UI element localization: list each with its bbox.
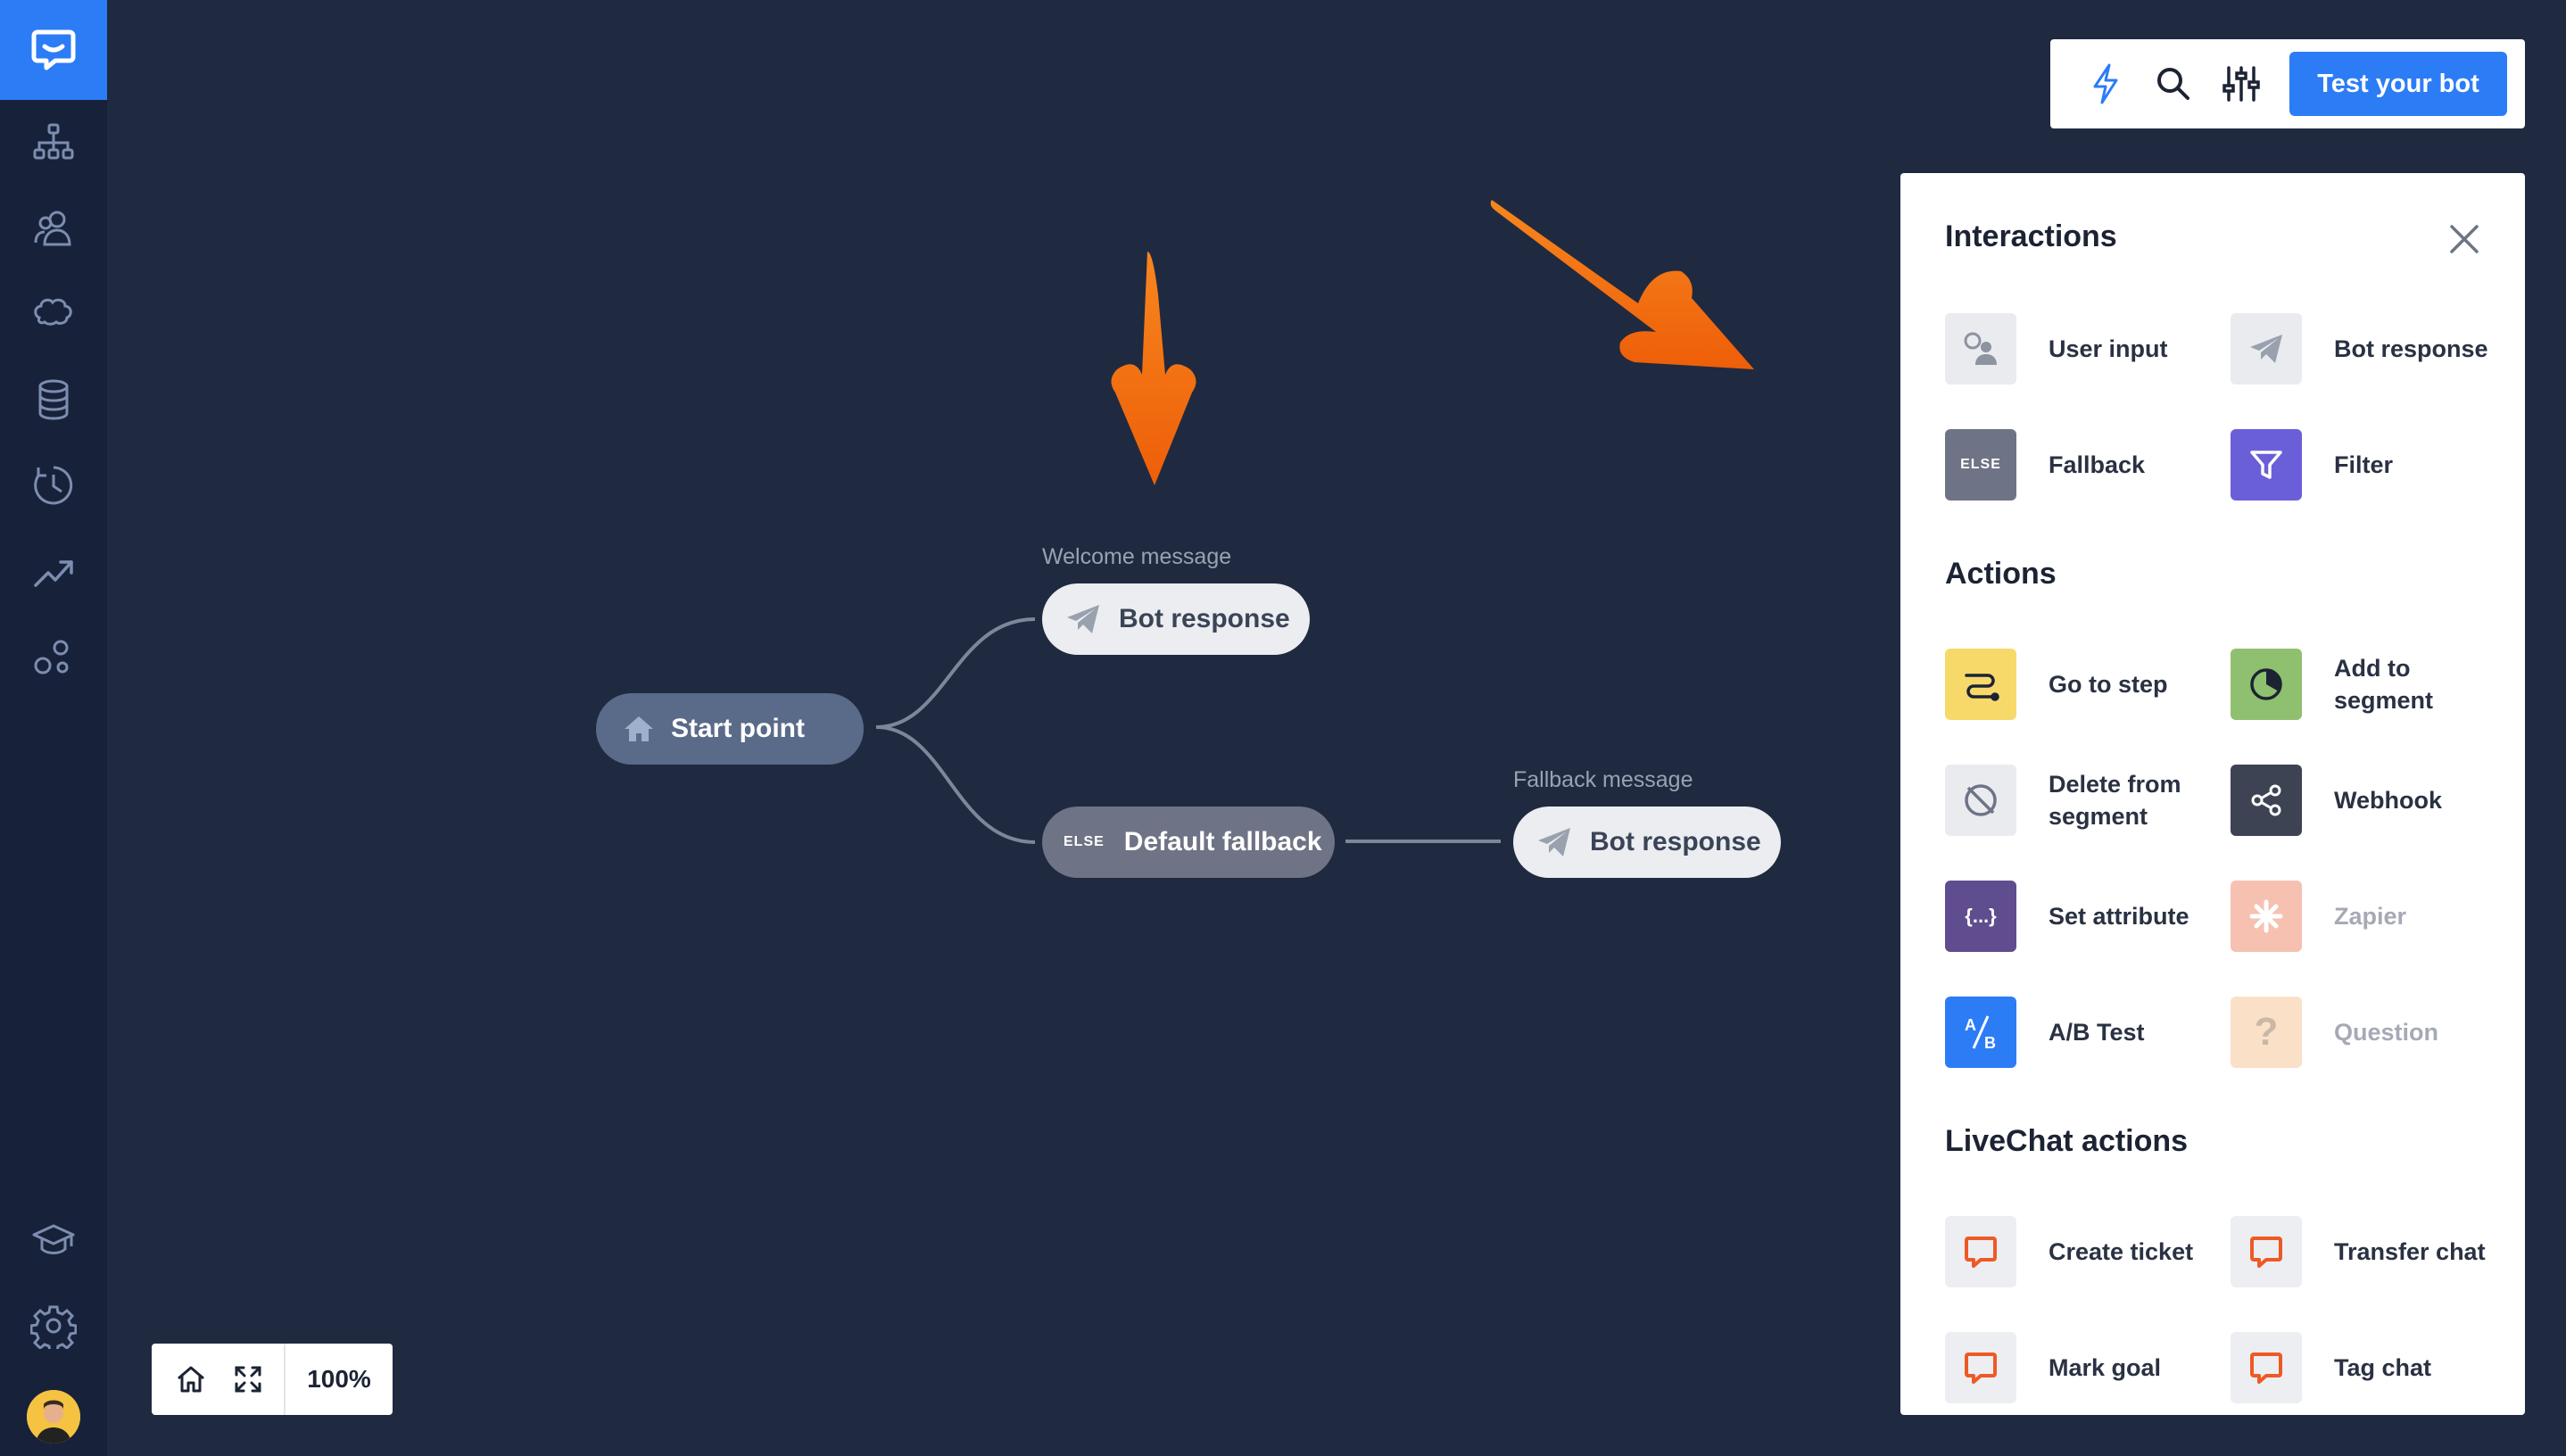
filter-item[interactable]: Filter (2231, 428, 2516, 501)
braces-icon: {...} (1945, 881, 2016, 952)
zoom-divider (284, 1344, 286, 1415)
livechat-actions-title: LiveChat actions (1945, 1124, 2189, 1158)
orange-arrow-down-icon (1111, 252, 1196, 485)
webhook-item[interactable]: Webhook (2231, 764, 2516, 837)
filter-label: Filter (2334, 451, 2394, 478)
transfer-chat-label: Transfer chat (2334, 1238, 2486, 1265)
question-label: Question (2334, 1019, 2439, 1046)
clock-history-icon[interactable] (27, 459, 80, 512)
paper-plane-icon (1065, 603, 1101, 635)
home-icon (621, 711, 657, 747)
asterisk-icon (2231, 881, 2302, 952)
fullscreen-icon[interactable] (225, 1356, 271, 1402)
add-to-segment-item[interactable]: Add to segment (2231, 648, 2516, 721)
welcome-bot-response-label: Bot response (1119, 604, 1290, 633)
user-input-item[interactable]: User input (1945, 312, 2231, 385)
gear-icon[interactable] (27, 1299, 80, 1353)
else-icon: ELSE (1064, 834, 1105, 849)
users-icon[interactable] (27, 202, 80, 255)
search-icon[interactable] (2148, 59, 2198, 109)
set-attribute-label: Set attribute (2049, 903, 2189, 930)
mark-goal-item[interactable]: Mark goal (1945, 1331, 2231, 1404)
else-icon: ELSE (1945, 429, 2016, 500)
delete-from-segment-label: Delete from segment (2049, 771, 2181, 830)
chat-bubble-icon (1945, 1332, 2016, 1403)
svg-text:A: A (1965, 1016, 1976, 1034)
zapier-item[interactable]: Zapier (2231, 880, 2516, 953)
pie-icon (2231, 649, 2302, 720)
bot-response-label: Bot response (2334, 335, 2488, 362)
pie-slash-icon (1945, 765, 2016, 836)
webhook-label: Webhook (2334, 787, 2442, 814)
actions-title: Actions (1945, 557, 2057, 591)
paper-plane-icon (2231, 313, 2302, 385)
question-icon: ? (2231, 997, 2302, 1068)
zapier-label: Zapier (2334, 903, 2407, 930)
start-point-label: Start point (671, 714, 805, 743)
go-to-step-item[interactable]: Go to step (1945, 648, 2231, 721)
fallback-item[interactable]: ELSE Fallback (1945, 428, 2231, 501)
start-point-node[interactable]: Start point (596, 693, 864, 765)
sitemap-icon[interactable] (27, 116, 80, 170)
test-your-bot-button[interactable]: Test your bot (2289, 52, 2507, 116)
go-to-step-label: Go to step (2049, 671, 2168, 698)
default-fallback-label: Default fallback (1123, 827, 1322, 856)
sliders-icon[interactable] (2216, 59, 2266, 109)
user-input-label: User input (2049, 335, 2168, 362)
create-ticket-label: Create ticket (2049, 1238, 2194, 1265)
interactions-title: Interactions (1945, 219, 2117, 253)
default-fallback-node[interactable]: ELSE Default fallback (1042, 807, 1335, 878)
top-toolbar: Test your bot (2050, 39, 2525, 128)
close-icon[interactable] (2445, 219, 2484, 259)
interactions-panel: Interactions User input Bot response ELS… (1900, 173, 2525, 1415)
question-item[interactable]: ? Question (2231, 996, 2516, 1069)
chat-bubble-icon (2231, 1332, 2302, 1403)
zoom-level[interactable]: 100% (307, 1365, 371, 1393)
user-chat-icon (1945, 313, 2016, 385)
lightning-icon[interactable] (2081, 59, 2131, 109)
tag-chat-label: Tag chat (2334, 1354, 2432, 1381)
delete-from-segment-item[interactable]: Delete from segment (1945, 764, 2231, 837)
tag-chat-item[interactable]: Tag chat (2231, 1331, 2516, 1404)
route-icon (1945, 649, 2016, 720)
sidebar (0, 0, 107, 1456)
mark-goal-label: Mark goal (2049, 1354, 2162, 1381)
integrations-icon[interactable] (27, 630, 80, 683)
brain-icon[interactable] (27, 287, 80, 341)
orange-arrow-diagonal-icon (1490, 200, 1754, 369)
svg-text:B: B (1984, 1034, 1996, 1052)
chat-bubble-icon (1945, 1216, 2016, 1287)
welcome-bot-response-node[interactable]: Bot response (1042, 583, 1310, 655)
fallback-label: Fallback (2049, 451, 2146, 478)
set-attribute-item[interactable]: {...} Set attribute (1945, 880, 2231, 953)
trending-up-icon[interactable] (27, 544, 80, 598)
fallback-bot-response-label: Bot response (1590, 827, 1761, 856)
database-icon[interactable] (27, 373, 80, 426)
avatar[interactable] (27, 1390, 80, 1444)
home-icon[interactable] (168, 1356, 214, 1402)
chat-bubble-icon (2231, 1216, 2302, 1287)
chat-logo-icon[interactable] (0, 0, 107, 100)
share-icon (2231, 765, 2302, 836)
create-ticket-item[interactable]: Create ticket (1945, 1215, 2231, 1288)
ab-test-label: A/B Test (2049, 1019, 2145, 1046)
graduation-cap-icon[interactable] (27, 1213, 80, 1267)
paper-plane-icon (1536, 826, 1572, 858)
zoom-controls: 100% (152, 1344, 393, 1415)
bot-response-item[interactable]: Bot response (2231, 312, 2516, 385)
transfer-chat-item[interactable]: Transfer chat (2231, 1215, 2516, 1288)
filter-icon (2231, 429, 2302, 500)
fallback-bot-response-node[interactable]: Bot response (1513, 807, 1781, 878)
add-to-segment-label: Add to segment (2334, 655, 2434, 714)
fallback-message-caption: Fallback message (1513, 767, 1693, 792)
welcome-message-caption: Welcome message (1042, 544, 1232, 569)
